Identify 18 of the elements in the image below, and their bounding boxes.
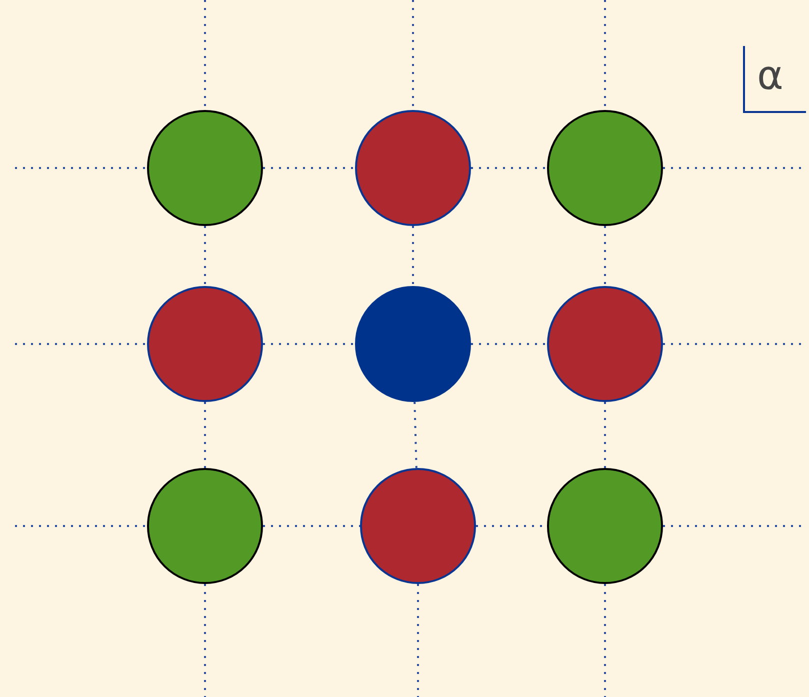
dotted-line (204, 226, 206, 286)
dotted-line (15, 167, 147, 169)
dotted-line (263, 525, 360, 527)
dotted-line (263, 167, 355, 169)
dotted-line (15, 343, 147, 345)
dotted-line (204, 402, 206, 468)
dotted-line (471, 167, 547, 169)
symbol-label: α (757, 52, 784, 100)
dotted-line (604, 226, 606, 286)
dotted-line (471, 343, 547, 345)
dotted-line (15, 525, 147, 527)
dotted-line (204, 584, 206, 697)
dotted-line (417, 584, 419, 697)
dotted-line (263, 343, 355, 345)
dotted-line (604, 402, 606, 468)
dotted-line (412, 226, 414, 286)
dotted-line (414, 402, 418, 468)
dotted-line (604, 584, 606, 697)
